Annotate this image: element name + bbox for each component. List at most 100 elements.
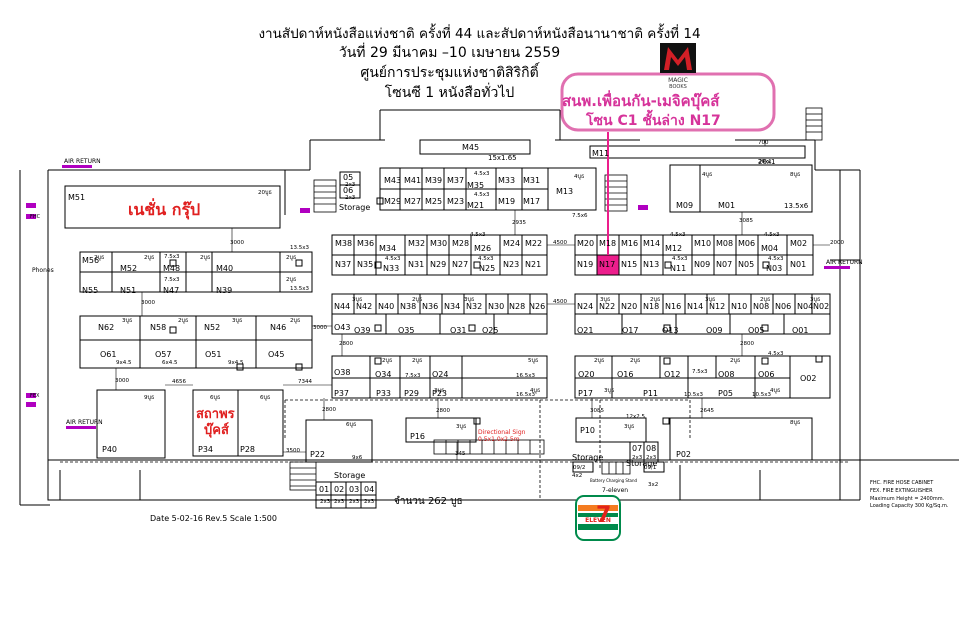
booth-dimension: 4656 xyxy=(172,379,186,385)
booth-dimension: 7344 xyxy=(298,379,312,385)
booth-label-m14: M14 xyxy=(643,239,660,248)
booth-label-o17: O17 xyxy=(622,326,638,335)
booth-dimension: 8บูธ xyxy=(790,171,800,178)
booth-dimension: 2000 xyxy=(830,240,844,246)
booth-dimension: 4.5x3 xyxy=(768,351,784,357)
purple-markers xyxy=(26,165,850,429)
booth-dimension: 2บูธ xyxy=(412,357,422,364)
booth-label-m35: M35 xyxy=(467,181,484,190)
booth-dimension: 2800 xyxy=(339,341,353,347)
booth-m45[interactable] xyxy=(419,139,531,155)
booth-dimension: 3บูธ xyxy=(604,387,614,394)
booth-label-07: 07 xyxy=(632,444,642,453)
directional-sign-2: 0.5x1.0x2.5m xyxy=(478,436,520,443)
booth-dimension: 10.5x3 xyxy=(752,392,772,398)
seven-digit: 7 xyxy=(596,503,611,528)
booth-m01[interactable] xyxy=(669,164,813,213)
booth-label-o02: O02 xyxy=(800,374,816,383)
m01-dim: 13.5x6 xyxy=(784,202,809,210)
booth-p16[interactable] xyxy=(405,417,477,443)
booth-label-o01: O01 xyxy=(792,326,808,335)
booth-p02[interactable] xyxy=(669,417,813,461)
booth-dimension: 3500 xyxy=(286,448,300,454)
booth-block-o20[interactable] xyxy=(574,355,831,399)
booth-label-p28: P28 xyxy=(240,445,255,454)
booth-label-m23: M23 xyxy=(447,197,464,206)
legend-line-4: Loading Capacity 300 Kg/Sq.m. xyxy=(870,503,949,509)
booth-label-o12: O12 xyxy=(664,370,680,379)
booth-dimension: 2บูธ xyxy=(286,254,296,261)
booth-dimension: 2645 xyxy=(700,408,714,414)
booth-label-o31: O31 xyxy=(450,326,466,335)
booth-dimension: 6บูธ xyxy=(210,394,220,401)
booth-label-m10: M10 xyxy=(694,239,711,248)
booth-label-o06: O06 xyxy=(758,370,774,379)
booth-label-m16: M16 xyxy=(621,239,638,248)
nation-group-label: เนชั่น กรุ๊ป xyxy=(128,198,200,220)
booth-dimension: 4500 xyxy=(553,240,567,246)
booth-dimension: 700 xyxy=(758,140,769,146)
booth-dimension: 3บูธ xyxy=(624,423,634,430)
booth-label-o16: O16 xyxy=(617,370,633,379)
booth-dimension: 16.5x3 xyxy=(516,392,536,398)
booth-blocks xyxy=(64,139,831,509)
booth-m11[interactable] xyxy=(589,145,806,159)
legend: FHC. FIRE HOSE CABINET FEX. FIRE EXTINGU… xyxy=(870,480,949,509)
booth-dimension: 4บูธ xyxy=(770,387,780,394)
booth-dimension: 6x4.5 xyxy=(162,360,178,366)
booth-label-m02: M02 xyxy=(790,239,807,248)
booth-dimension: 6บูธ xyxy=(346,421,356,428)
booth-dimension: 2บูธ xyxy=(200,254,210,261)
booth-label-n55: N55 xyxy=(82,286,98,295)
booth-p40[interactable] xyxy=(96,389,166,459)
dashed-guides xyxy=(60,399,850,500)
booth-label-p11: P11 xyxy=(643,389,658,398)
seven-eleven-logo xyxy=(575,495,621,541)
booth-label-n36: N36 xyxy=(422,302,438,311)
booth-label-n09: N09 xyxy=(694,260,710,269)
booth-label-m39: M39 xyxy=(425,176,442,185)
booth-label-m52: M52 xyxy=(120,264,137,273)
booth-label-p23: P23 xyxy=(432,389,447,398)
booth-dimension: 4.5x3 xyxy=(478,256,494,262)
booth-label-n18: N18 xyxy=(643,302,659,311)
booth-dimension: 2บูธ xyxy=(94,254,104,261)
phones-label: Phones xyxy=(32,267,54,274)
booth-label-m27: M27 xyxy=(404,197,421,206)
booth-label-m38: M38 xyxy=(335,239,352,248)
booth-dimension: 4.5x3 xyxy=(764,232,780,238)
booth-label-m18: M18 xyxy=(599,239,616,248)
booth-dimension: 4บูธ xyxy=(702,171,712,178)
air-return-bottom: AIR RETURN xyxy=(66,419,103,426)
booth-label-n06: N06 xyxy=(775,302,791,311)
booth-label-n44: N44 xyxy=(334,302,350,311)
booth-label-m17: M17 xyxy=(523,197,540,206)
booth-label-m04: M04 xyxy=(761,244,778,253)
booth-label-o43: O43 xyxy=(334,323,350,332)
booth-dimension: 4.5x3 xyxy=(672,256,688,262)
air-return-right: AIR RETURN xyxy=(826,259,863,266)
booth-label-02: 02 xyxy=(334,485,344,494)
booth-m51[interactable] xyxy=(64,185,281,229)
booth-label-m09: M09 xyxy=(676,201,693,210)
storage-left: Storage xyxy=(572,453,603,462)
booth-block-o38[interactable] xyxy=(331,355,548,399)
booth-label-08: 08 xyxy=(646,444,656,453)
booth-dimension: 2x3 xyxy=(364,499,375,505)
booth-dimension: 2บูธ xyxy=(290,317,300,324)
booth-p10[interactable] xyxy=(575,417,647,443)
booth-dimension: 4.5x3 xyxy=(474,171,490,177)
booth-label-p40: P40 xyxy=(102,445,117,454)
booth-dimension: 2x3 xyxy=(320,499,331,505)
booth-dimension: 2x3 xyxy=(334,499,345,505)
booth-label-o38: O38 xyxy=(334,368,350,377)
booth-dimension: 10.5x3 xyxy=(684,392,704,398)
booth-dimension: 2x3 xyxy=(345,195,356,201)
booth-label-n26: N26 xyxy=(529,302,545,311)
booth-m13[interactable] xyxy=(547,167,597,211)
booth-label-n08: N08 xyxy=(753,302,769,311)
legend-line-2: FEX. FIRE EXTINGUISHER xyxy=(870,488,933,494)
booth-label-m34: M34 xyxy=(379,244,396,253)
booth-label-p10: P10 xyxy=(580,426,595,435)
booth-p22[interactable] xyxy=(305,419,373,463)
